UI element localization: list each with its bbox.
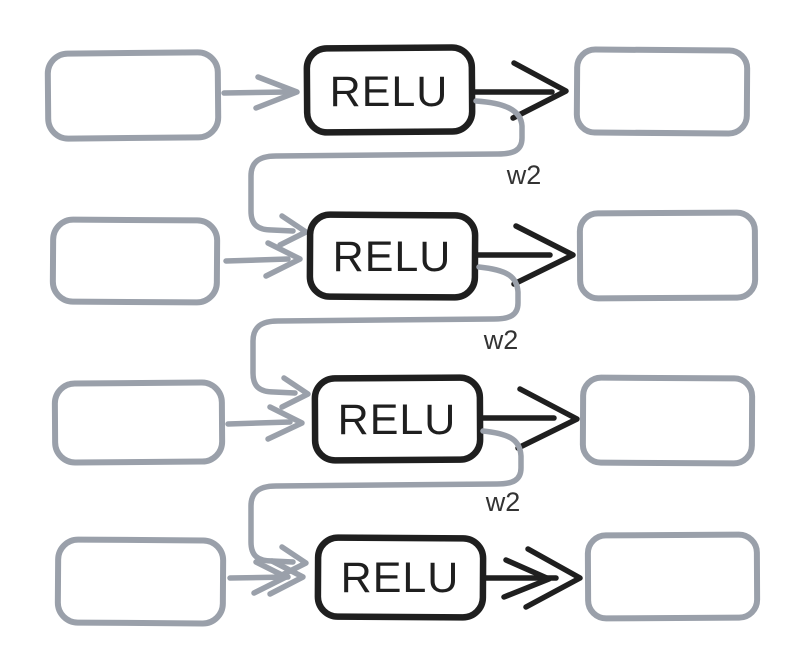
relu-label: RELU <box>330 68 449 116</box>
input-box <box>54 536 227 627</box>
input-arrowhead2-icon <box>267 558 306 597</box>
recurrent-arrowhead-icon <box>279 375 311 410</box>
weight-label: w2 <box>506 160 542 190</box>
input-arrow <box>225 419 293 427</box>
output-arrowhead-icon <box>515 386 580 451</box>
recurrent-connection-2: w2 <box>250 264 521 410</box>
input-arrow <box>227 574 291 581</box>
recurrent-arrowhead-icon <box>277 213 309 248</box>
recurrent-curve <box>250 264 521 396</box>
output-arrowhead-icon <box>523 546 583 610</box>
recurrent-curve <box>248 428 524 565</box>
input-arrow <box>221 89 291 96</box>
input-box <box>49 216 221 306</box>
output-box <box>584 531 761 622</box>
row-4: RELU <box>54 531 761 627</box>
row-2: RELU <box>49 209 759 306</box>
weight-label: w2 <box>483 325 519 355</box>
output-arrowhead-icon <box>511 223 576 287</box>
input-box <box>44 49 222 142</box>
output-box <box>573 46 751 137</box>
recurrent-curve <box>248 98 525 234</box>
relu-label: RELU <box>341 554 460 602</box>
recurrent-connection-1: w2 <box>248 98 542 248</box>
input-arrowhead-icon <box>263 240 303 279</box>
weight-label: w2 <box>485 487 521 517</box>
relu-label: RELU <box>333 233 452 281</box>
input-arrowhead-icon <box>251 559 289 596</box>
input-arrowhead-icon <box>265 404 305 442</box>
input-arrow <box>223 256 291 264</box>
output-box <box>576 209 759 302</box>
relu-box <box>303 44 476 136</box>
row-3: RELU <box>51 374 756 467</box>
relu-label: RELU <box>338 396 457 444</box>
output-arrowhead-icon <box>510 60 569 121</box>
output-box <box>579 374 756 467</box>
row-1: RELU <box>44 44 751 142</box>
input-arrowhead-icon <box>253 74 300 111</box>
output-arrowhead2-icon <box>501 557 552 600</box>
input-box <box>51 379 226 466</box>
recurrent-connection-3: w2 <box>248 428 524 579</box>
